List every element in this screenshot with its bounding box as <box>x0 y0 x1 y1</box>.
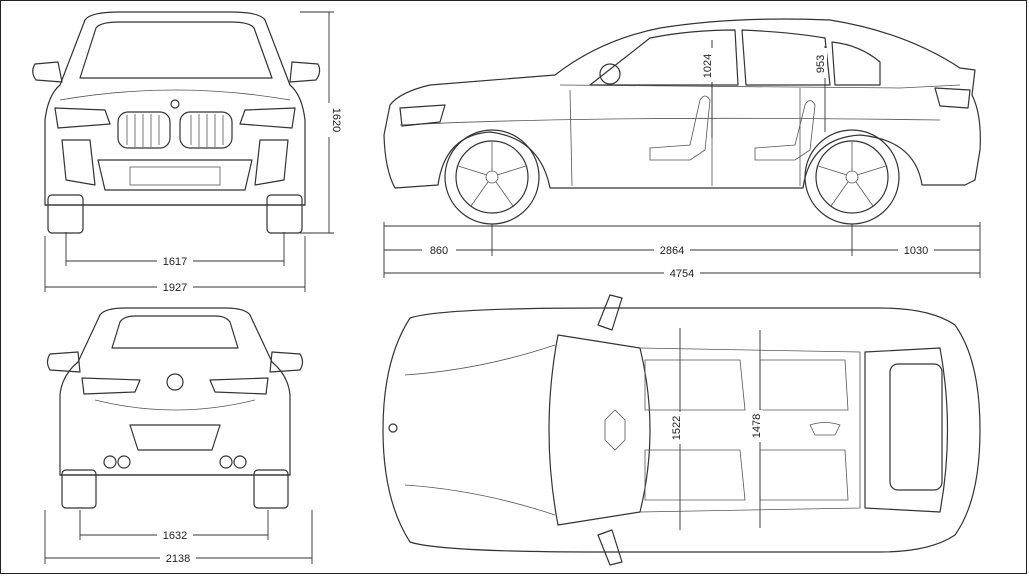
width-mirrors-label: 2138 <box>166 553 190 565</box>
front-overhang-label: 860 <box>430 245 448 257</box>
front-headroom-label: 1024 <box>702 54 714 78</box>
front-shoulder-label: 1522 <box>671 416 683 440</box>
length-label: 4754 <box>670 268 694 280</box>
rear-overhang-label: 1030 <box>904 245 928 257</box>
front-dimension-lines <box>44 11 334 292</box>
front-track-label: 1617 <box>163 256 187 268</box>
rear-track-label: 1632 <box>163 530 187 542</box>
front-width-label: 1927 <box>163 282 187 294</box>
wheelbase-label: 2864 <box>660 245 684 257</box>
height-label: 1620 <box>330 108 342 132</box>
side-view <box>383 18 981 225</box>
front-view <box>32 11 321 234</box>
rear-headroom-label: 953 <box>815 55 827 73</box>
rear-shoulder-label: 1478 <box>751 414 763 438</box>
rear-view <box>46 307 304 509</box>
